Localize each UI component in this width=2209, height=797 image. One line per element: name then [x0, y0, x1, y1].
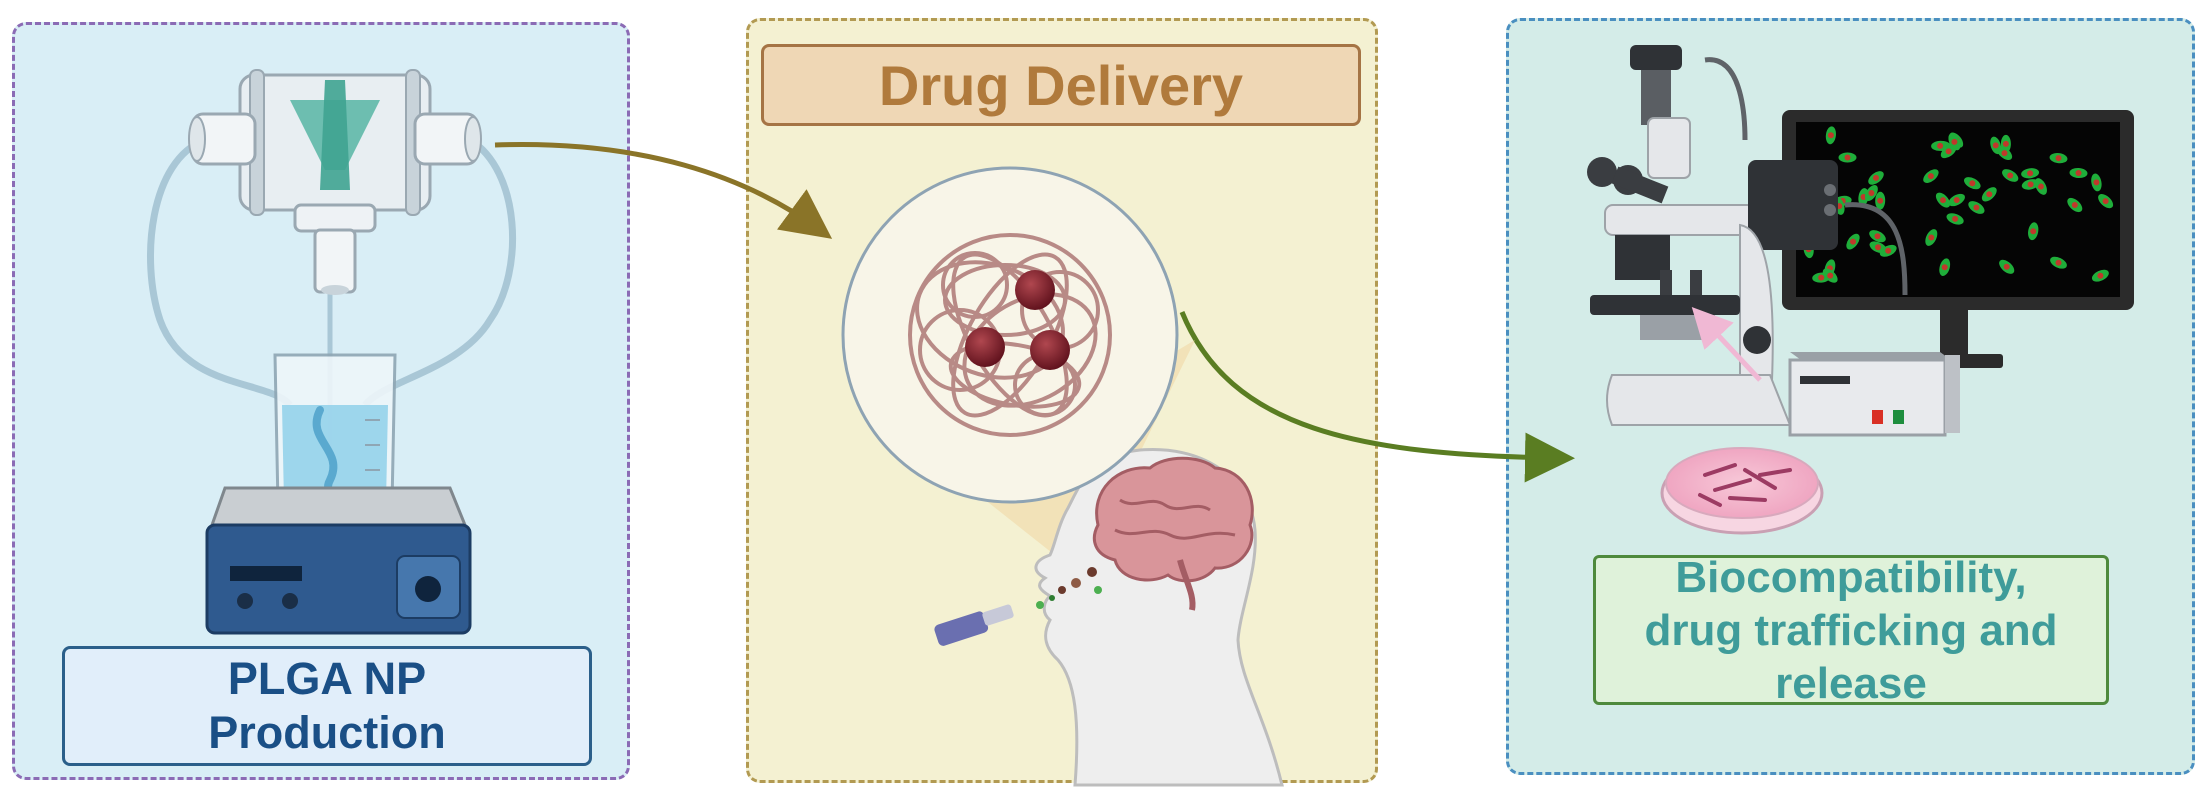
cell-nucleus-mark [2102, 198, 2109, 205]
arrow-to-evaluation [1179, 311, 1575, 483]
cell-nucleus-mark [1928, 234, 1935, 241]
cell-nucleus-mark [1860, 194, 1867, 200]
nasal-spray-icon [934, 567, 1102, 646]
pink-pointer-arrow [1691, 307, 1762, 382]
cell-nucleus-mark [2037, 183, 2044, 190]
cell-nucleus-mark [1877, 197, 1884, 204]
microfluidic-mixer-icon [147, 69, 516, 450]
cell-nucleus-mark [1953, 197, 1960, 203]
cell-nucleus-mark [2027, 181, 2034, 188]
cell-nucleus-mark [1818, 274, 1825, 281]
cell-nucleus-mark [1969, 180, 1976, 187]
stirrer-hotplate-icon [205, 486, 472, 635]
cell-nucleus-mark [2055, 155, 2062, 162]
cell-nucleus-mark [1873, 174, 1879, 181]
brain-icon [1092, 456, 1254, 611]
cell-nucleus-mark [1937, 142, 1944, 149]
cell-nucleus-mark [1986, 191, 1993, 198]
cell-nucleus-mark [1875, 244, 1881, 251]
cell-nucleus-mark [1941, 264, 1948, 271]
cell-nucleus-mark [1952, 215, 1959, 222]
cell-nucleus-mark [1827, 132, 1834, 139]
evaluation-title-text: Biocompatibility, drug trafficking and r… [1644, 552, 2058, 708]
cell-nucleus-mark [1940, 197, 1946, 204]
cell-nucleus-mark [2097, 272, 2104, 279]
cell-nucleus-mark [1868, 190, 1875, 196]
cell-nucleus-mark [2030, 228, 2037, 235]
arrow-to-delivery [494, 142, 833, 239]
cell-nucleus-mark [1992, 142, 1999, 149]
cell-nucleus-mark [2093, 179, 2100, 186]
cell-nucleus-mark [1945, 148, 1952, 155]
cell-nucleus-mark [2007, 172, 2014, 179]
cell-nucleus-mark [1850, 238, 1856, 245]
cell-nucleus-mark [2075, 170, 2082, 176]
cell-nucleus-mark [1885, 247, 1892, 254]
nanoparticle-icon [841, 166, 1179, 504]
delivery-title-text: Drug Delivery [878, 53, 1244, 117]
cell-nucleus-mark [2001, 150, 2008, 157]
cell-nucleus-mark [2055, 259, 2062, 266]
cell-nucleus-mark [2071, 202, 2078, 208]
cell-nucleus-mark [1844, 154, 1851, 161]
petri-dish-icon [1660, 447, 1824, 535]
evaluation-title: Biocompatibility, drug trafficking and r… [1593, 553, 2109, 708]
delivery-title: Drug Delivery [761, 44, 1361, 126]
cell-nucleus-mark [1927, 173, 1934, 180]
production-title-text: PLGA NP Production [208, 653, 446, 758]
cell-nucleus-mark [1973, 204, 1980, 211]
production-title: PLGA NP Production [62, 646, 592, 766]
cell-nucleus-mark [1827, 272, 1834, 279]
cell-nucleus-mark [2027, 170, 2034, 177]
cell-nucleus-mark [2003, 263, 2010, 270]
cell-nucleus-mark [2002, 140, 2009, 147]
controller-box-icon [1788, 352, 1960, 437]
cell-nucleus-mark [1951, 138, 1958, 145]
cell-nucleus-mark [1874, 233, 1881, 240]
